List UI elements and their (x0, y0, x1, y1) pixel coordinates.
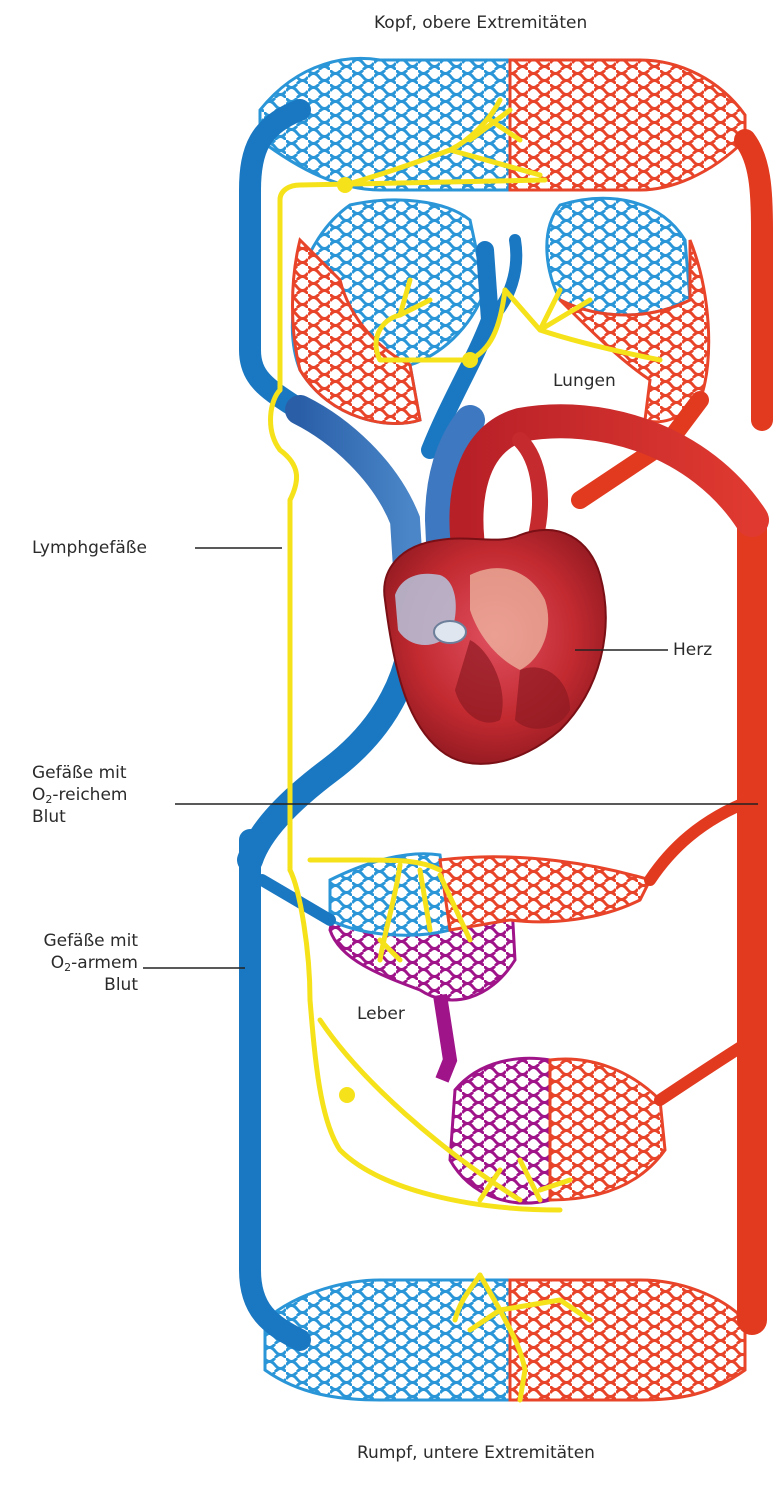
label-oxygen-poor-line2: O2-armem (13, 952, 138, 974)
aortic-branch (520, 440, 540, 540)
label-oxygen-rich-line2: O2-reichem (32, 784, 127, 806)
label-oxygen-poor-vessels: Gefäße mit O2-armem Blut (13, 930, 138, 996)
lymph-node-lower (339, 1087, 355, 1103)
label-liver: Leber (357, 1003, 405, 1025)
label-oxygen-rich-line1: Gefäße mit (32, 762, 127, 784)
lymph-node-lung (462, 352, 478, 368)
label-oxygen-rich-line3: Blut (32, 806, 127, 828)
label-oxygen-poor-suffix: -armem (71, 953, 138, 973)
label-lungs: Lungen (553, 370, 616, 392)
label-lymph-vessels: Lymphgefäße (32, 537, 147, 559)
label-oxygen-rich-suffix: -reichem (52, 785, 127, 805)
label-heart: Herz (673, 639, 712, 661)
lymph-node-upper (337, 177, 353, 193)
heart (384, 530, 605, 764)
label-trunk-lower-limbs: Rumpf, untere Extremitäten (357, 1442, 595, 1464)
label-oxygen-poor-o: O (51, 953, 64, 973)
head-capillary-bed (260, 58, 745, 190)
label-head-limbs: Kopf, obere Extremitäten (374, 12, 587, 34)
liver-capillary-bed (330, 854, 650, 1080)
label-oxygen-rich-o: O (32, 785, 45, 805)
label-oxygen-poor-line3: Blut (13, 974, 138, 996)
label-oxygen-poor-line1: Gefäße mit (13, 930, 138, 952)
intestine-capillary-bed (450, 1058, 665, 1203)
trunk-capillary-bed (265, 1280, 745, 1400)
label-oxygen-rich-vessels: Gefäße mit O2-reichem Blut (32, 762, 127, 828)
